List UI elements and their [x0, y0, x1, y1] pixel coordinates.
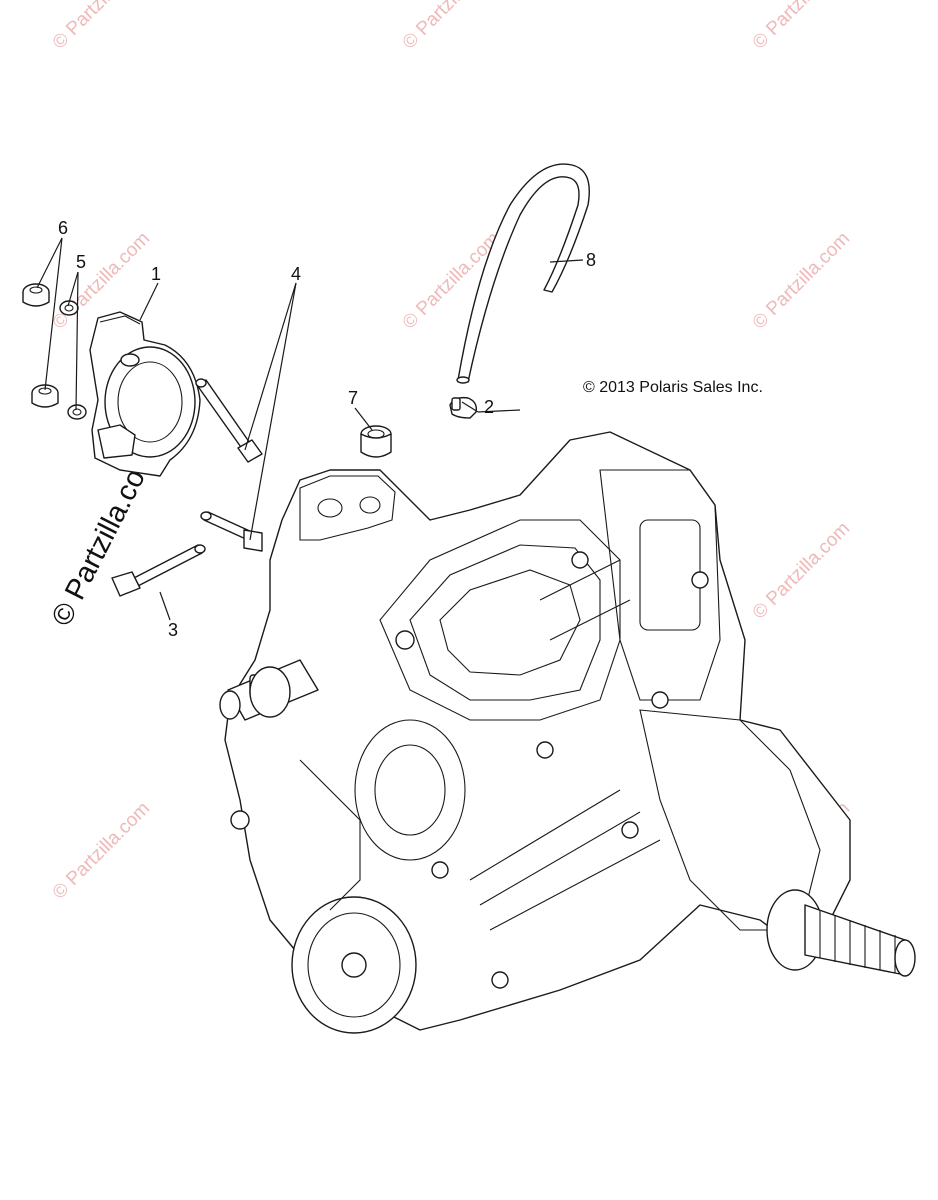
callout-8-label: 8: [586, 250, 596, 270]
hose-part: [456, 163, 590, 384]
watermark-text: © Partzilla.com: [749, 0, 854, 54]
hose-clamp-part: [449, 396, 478, 419]
callout-1-label: 1: [151, 264, 161, 284]
callout-labels: 1 2 3 4 5 6 7 8: [58, 218, 596, 640]
watermark-text: © Partzilla.com: [49, 798, 154, 903]
copyright-text: © 2013 Polaris Sales Inc.: [583, 379, 763, 396]
flange-nut-part: [22, 283, 50, 307]
callout-5-label: 5: [76, 252, 86, 272]
callout-7-label: 7: [348, 388, 358, 408]
output-shaft: [766, 889, 916, 977]
bolt-part: [200, 511, 263, 552]
callout-6-label: 6: [58, 218, 68, 238]
bolt-part: [111, 544, 206, 597]
shift-shaft: [219, 659, 319, 721]
callout-2-label: 2: [484, 397, 494, 417]
callout-3-label: 3: [168, 620, 178, 640]
washer-part: [67, 404, 87, 420]
flange-nut-part: [31, 384, 59, 408]
leader-lines: [36, 237, 584, 621]
actuator-part: [89, 311, 201, 477]
callout-4-label: 4: [291, 264, 301, 284]
watermark-text: © Partzilla.com: [399, 0, 504, 54]
watermark-text: © Partzilla.com: [49, 0, 154, 54]
watermark-text: © Partzilla.com: [749, 518, 854, 623]
drive-pulley: [291, 896, 417, 1034]
transmission-housing: [219, 431, 916, 1034]
watermark-text: © Partzilla.com: [749, 228, 854, 333]
bushing-part: [360, 425, 392, 458]
bolt-part: [195, 378, 263, 463]
